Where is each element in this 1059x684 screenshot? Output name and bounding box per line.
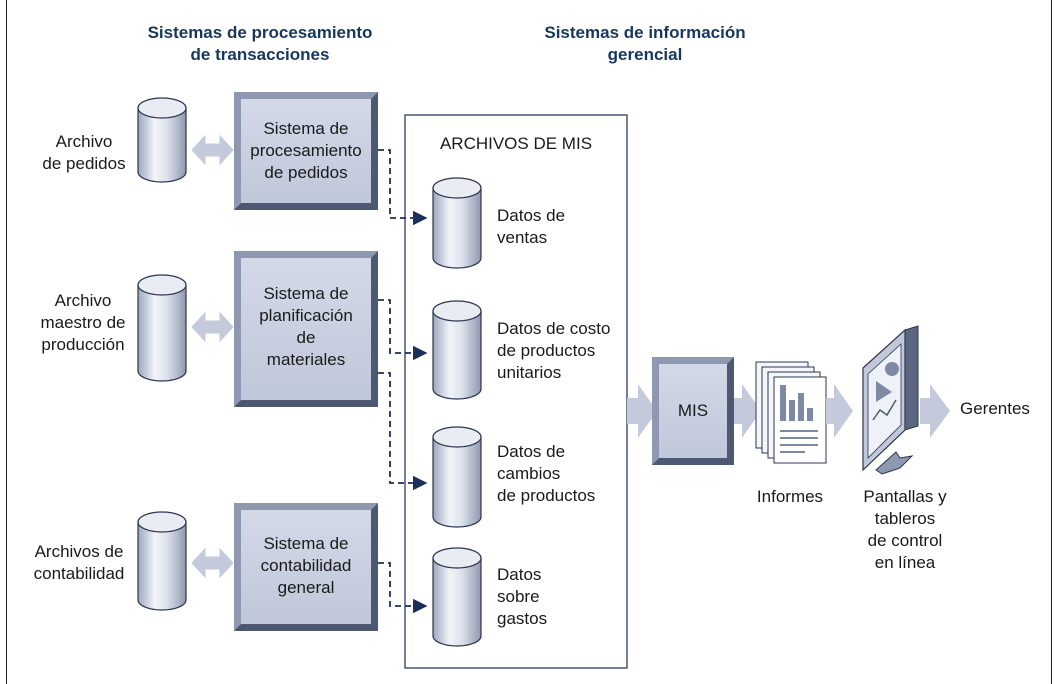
double-arrow-icon	[191, 547, 234, 579]
system-label-materiales: Sistema de planificación de materiales	[259, 284, 353, 369]
db-cambios-icon	[432, 426, 482, 528]
double-arrow-icon	[191, 134, 234, 166]
flow-arrow-icon	[627, 384, 657, 438]
monitor-dashboard-icon	[862, 325, 919, 475]
db-costo-icon	[432, 300, 482, 400]
db-ventas-icon	[432, 177, 482, 269]
db-contabilidad-icon	[137, 511, 187, 611]
system-label-contabilidad: Sistema de contabilidad general	[260, 534, 352, 597]
system-box-contabilidad	[234, 503, 378, 631]
dashed-arrow-icon	[378, 149, 428, 226]
mis-file-cambios: Datos de cambios de productos	[497, 442, 596, 505]
reports-label: Informes	[756, 487, 824, 506]
file-label-contabilidad: Archivos de contabilidad	[33, 542, 125, 583]
system-box-pedidos	[234, 92, 378, 210]
flow-arrow-icon	[920, 384, 950, 438]
dashed-arrow-icon	[378, 372, 428, 491]
mis-files-title: ARCHIVOS DE MIS	[439, 134, 593, 153]
file-label-pedidos: Archivo de pedidos	[42, 132, 126, 173]
dashed-arrow-icon	[378, 562, 428, 614]
managers-label: Gerentes	[960, 399, 1030, 418]
dashboards-label: Pantallas y tableros de control en línea	[863, 487, 947, 572]
report-stack-icon	[755, 361, 827, 464]
db-gastos-icon	[432, 547, 482, 647]
system-label-pedidos: Sistema de procesamiento de pedidos	[250, 119, 362, 182]
flow-arrow-icon	[826, 384, 853, 438]
mis-file-ventas: Datos de ventas	[497, 206, 566, 247]
mis-file-gastos: Datos sobre gastos	[497, 565, 548, 628]
header-mis: Sistemas de información gerencial	[544, 23, 746, 64]
db-pedidos-icon	[137, 97, 187, 183]
mis-box-label: MIS	[677, 401, 709, 420]
system-box-materiales	[234, 251, 378, 407]
header-tps: Sistemas de procesamiento de transaccion…	[147, 23, 373, 64]
mis-box	[652, 357, 734, 465]
flow-arrow-icon	[734, 384, 761, 438]
diagram-frame	[6, 0, 1052, 684]
double-arrow-icon	[191, 311, 234, 343]
db-produccion-icon	[137, 274, 187, 382]
dashed-arrow-icon	[378, 299, 428, 361]
file-label-produccion: Archivo maestro de producción	[40, 291, 126, 354]
mis-file-costo: Datos de costo de productos unitarios	[497, 319, 611, 382]
